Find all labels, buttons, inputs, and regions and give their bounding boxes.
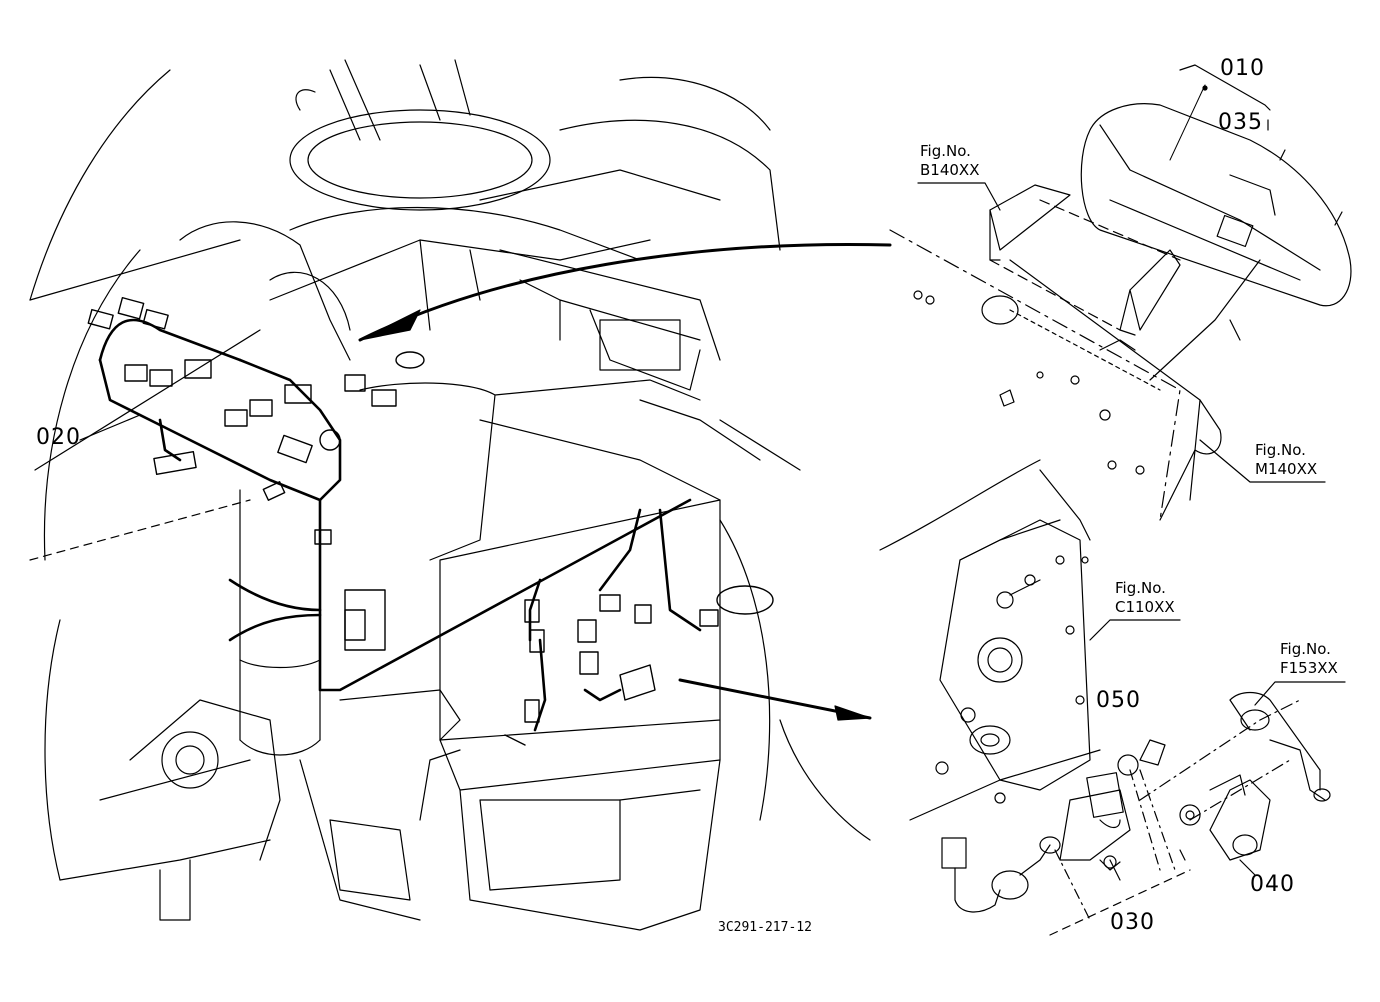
part-label-040: 040 xyxy=(1250,872,1295,897)
fig-ref-b140-code: B140XX xyxy=(920,160,980,179)
leader-040 xyxy=(1239,859,1256,876)
arrow-head-upper xyxy=(359,309,421,341)
fig-ref-m140-code: M140XX xyxy=(1255,459,1318,478)
leader-f153 xyxy=(1254,681,1346,706)
fig-ref-b140-caption: Fig.No. xyxy=(920,142,971,160)
part-label-035: 035 xyxy=(1218,110,1263,135)
harness-connectors xyxy=(87,296,774,746)
fig-ref-m140[interactable]: Fig.No. M140XX xyxy=(1255,441,1317,479)
wiring-harness xyxy=(98,318,702,732)
leader-020 xyxy=(79,414,141,441)
fig-ref-f153-caption: Fig.No. xyxy=(1280,640,1331,658)
instrument-panel-detail xyxy=(889,64,1352,521)
fig-ref-f153-code: F153XX xyxy=(1280,658,1338,677)
part-label-030: 030 xyxy=(1110,910,1155,935)
arrow-head-lower xyxy=(834,705,871,721)
fig-ref-c110-caption: Fig.No. xyxy=(1115,579,1166,597)
leader-c110 xyxy=(1089,619,1181,641)
part-label-050: 050 xyxy=(1096,688,1141,713)
fig-ref-c110-code: C110XX xyxy=(1115,597,1175,616)
leader-m140 xyxy=(1199,439,1326,483)
fig-ref-f153[interactable]: Fig.No. F153XX xyxy=(1280,640,1338,678)
drawing-code: 3C291-217-12 xyxy=(718,920,812,935)
transmission-detail xyxy=(879,459,1331,936)
part-label-010: 010 xyxy=(1220,56,1265,81)
fig-ref-b140[interactable]: Fig.No. B140XX xyxy=(920,142,979,180)
part-label-020: 020 xyxy=(36,425,81,450)
fig-ref-c110[interactable]: Fig.No. C110XX xyxy=(1115,579,1175,617)
tractor-body xyxy=(29,59,871,931)
leader-b140 xyxy=(917,182,1001,211)
fig-ref-m140-caption: Fig.No. xyxy=(1255,441,1306,459)
